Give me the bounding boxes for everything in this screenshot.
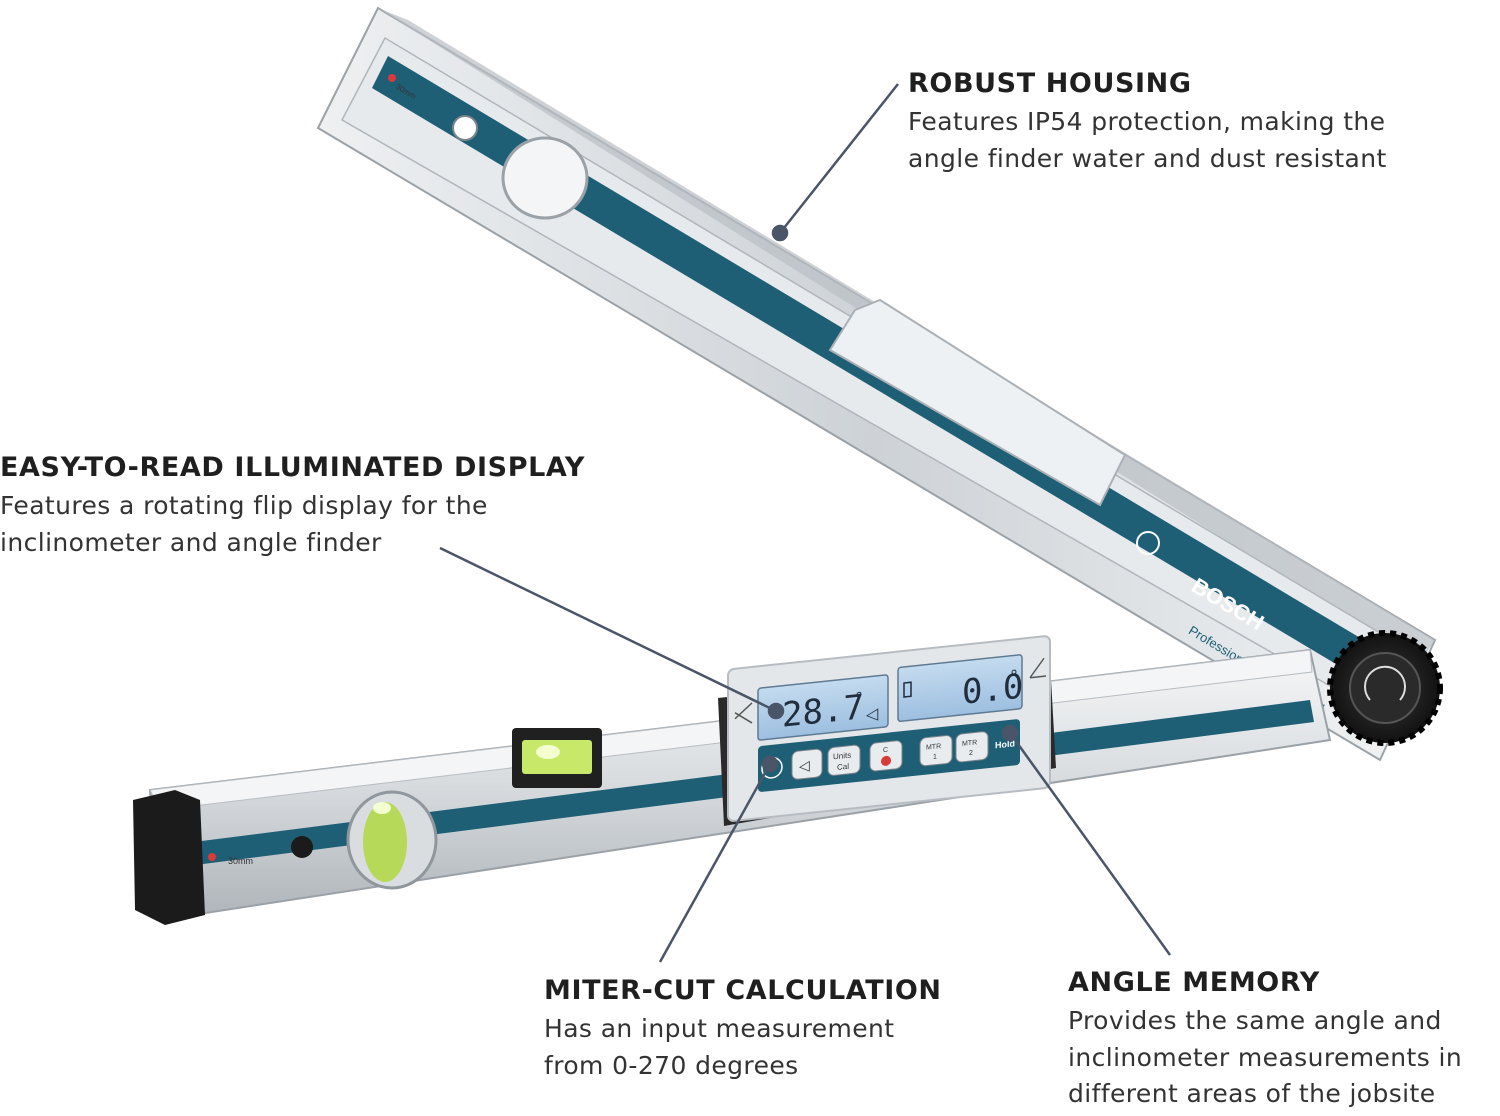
lower-arm-end-cap (133, 790, 205, 925)
mtr1-button[interactable] (919, 735, 953, 767)
mtr2-label: MTR (962, 739, 977, 748)
callout-title: EASY-TO-READ ILLUMINATED DISPLAY (0, 452, 585, 483)
angle-icon (1029, 657, 1046, 679)
cal-label: Cal (837, 762, 849, 772)
leader-display (439, 546, 777, 713)
leader-memory-dot (1001, 724, 1019, 742)
power-label: C (883, 747, 888, 755)
callout-description: Has an input measurement from 0-270 degr… (544, 1011, 974, 1084)
callout-line: Features a rotating flip display for the (0, 491, 488, 521)
units-cal-button[interactable] (827, 744, 861, 776)
callout-line: angle finder water and dust resistant (908, 143, 1387, 173)
mtr2-button[interactable] (955, 731, 989, 763)
laser-icon-upper (388, 74, 396, 82)
callout-miter-cut: MITER-CUT CALCULATION Has an input measu… (544, 975, 974, 1084)
leader-housing (779, 83, 899, 234)
hinge-knob (1327, 630, 1443, 746)
mtr2-number: 2 (969, 750, 973, 757)
callout-line: Features IP54 protection, making the (908, 107, 1386, 137)
callout-angle-memory: ANGLE MEMORY Provides the same angle and… (1068, 967, 1498, 1112)
leader-display-dot (767, 702, 785, 720)
mtr1-label: MTR (926, 743, 941, 752)
lower-arm-small-hole (291, 836, 313, 858)
speaker-icon: ◁ (799, 758, 810, 775)
leader-lines (439, 83, 1172, 963)
upper-arm-small-hole (452, 115, 478, 141)
leader-miter (658, 763, 772, 963)
level-vial-horizontal (512, 728, 602, 788)
lcd-right-value: 0.0 (962, 667, 1023, 713)
callout-title: ANGLE MEMORY (1068, 967, 1320, 998)
callout-description: Features a rotating flip display for the… (0, 488, 620, 561)
callout-robust-housing: ROBUST HOUSING Features IP54 protection,… (908, 68, 1468, 177)
miter-angle-icon (734, 702, 753, 724)
speaker-button[interactable] (791, 748, 823, 780)
scale-label-lower: 30mm (228, 856, 253, 866)
leader-housing-dot (771, 224, 789, 242)
units-label: Units (833, 751, 851, 762)
lcd-right (897, 654, 1023, 723)
battery-icon (903, 681, 912, 698)
callout-line: inclinometer measurements in (1068, 1042, 1463, 1072)
callout-line: Has an input measurement (544, 1014, 895, 1044)
display-panel: 28.7 ° ◁ 0.0 ° ◁ Units Cal C MTR 1 MTR 2 (718, 635, 1056, 826)
callout-line: inclinometer and angle finder (0, 527, 382, 557)
level-vial-round (346, 790, 438, 890)
callout-description: Provides the same angle and inclinometer… (1068, 1003, 1498, 1112)
callout-title: ROBUST HOUSING (908, 68, 1192, 99)
power-icon (881, 755, 891, 766)
callout-title: MITER-CUT CALCULATION (544, 975, 942, 1006)
lcd-left (757, 674, 889, 741)
upper-arm-sight-hole (501, 136, 589, 220)
leader-memory (1008, 732, 1172, 956)
callout-description: Features IP54 protection, making the ang… (908, 104, 1468, 177)
bosch-armature-icon (1136, 531, 1160, 555)
mtr1-number: 1 (933, 754, 937, 761)
hold-button[interactable]: Hold (995, 738, 1015, 750)
callout-illuminated-display: EASY-TO-READ ILLUMINATED DISPLAY Feature… (0, 452, 620, 561)
callout-line: Provides the same angle and (1068, 1006, 1442, 1036)
callout-line: different areas of the jobsite (1068, 1078, 1436, 1108)
upper-arm-window (828, 298, 1127, 507)
upper-arm: BOSCH Professional GAM 270 MFL 30mm (316, 6, 1437, 762)
speaker-icon-lcd: ◁ (865, 704, 879, 724)
degree-symbol-left: ° (855, 688, 863, 708)
degree-symbol-right: ° (1010, 666, 1018, 686)
callout-line: from 0-270 degrees (544, 1050, 799, 1080)
laser-icon-lower (208, 853, 216, 861)
leader-miter-dot (761, 755, 779, 773)
lcd-left-value: 28.7 (782, 687, 864, 735)
